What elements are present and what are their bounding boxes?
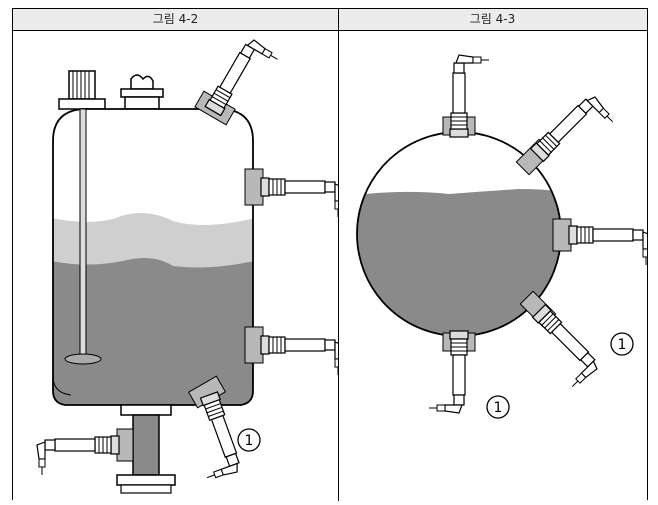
callout-number-lower: 1	[494, 400, 503, 416]
sensor-sphere-right	[568, 225, 652, 266]
figure-4-2-panel: 1	[13, 31, 344, 501]
callout-number: 1	[245, 433, 254, 449]
figure-4-2-title: 그림 4-2	[13, 9, 338, 31]
bottom-outlet	[116, 404, 176, 494]
top-nozzle	[120, 74, 164, 110]
figure-table: 그림 4-2 그림 4-3	[12, 8, 652, 501]
sensor-lower-right	[260, 335, 344, 376]
agitator-shaft	[64, 108, 102, 365]
flange-sphere-right	[552, 218, 572, 252]
sphere-liquid	[357, 189, 561, 336]
callout-number-right: 1	[618, 337, 627, 353]
column-divider	[338, 9, 339, 501]
spherical-tank-diagram: 1 1	[356, 54, 652, 419]
agitator-motor	[58, 70, 106, 110]
callout-marker-right: 1	[610, 332, 634, 356]
callout-marker: 1	[237, 428, 261, 452]
tank-body	[52, 108, 254, 406]
flange-upper-right	[244, 168, 264, 206]
flange-lower-right	[244, 326, 264, 364]
figure-4-3-panel: 1 1	[339, 31, 652, 501]
sensor-sphere-lower-right	[517, 304, 604, 391]
sensor-top-angled	[204, 34, 281, 127]
callout-marker-lower: 1	[486, 395, 510, 419]
cylindrical-tank-diagram: 1	[36, 34, 344, 494]
sensor-sphere-upper-right	[530, 90, 617, 177]
sensor-upper-right	[260, 177, 344, 218]
figure-4-3-title: 그림 4-3	[338, 9, 647, 31]
sensor-outlet	[36, 435, 120, 476]
